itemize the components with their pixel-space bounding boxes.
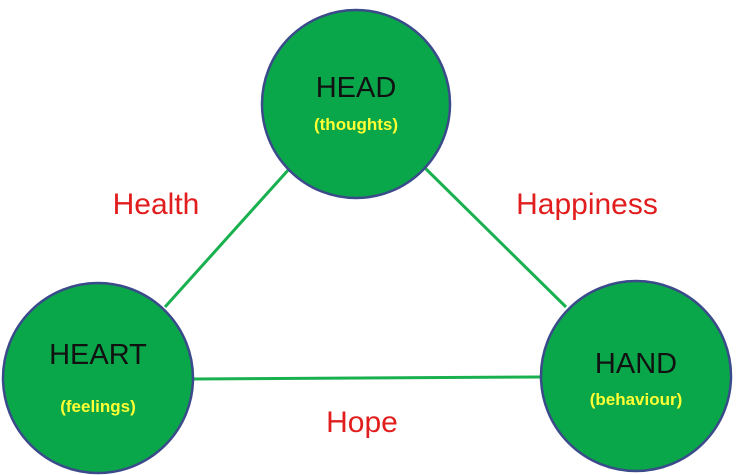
node-head-circle — [260, 8, 452, 200]
node-heart-title: HEART — [49, 339, 147, 371]
node-hand-title: HAND — [595, 348, 677, 380]
node-hand-circle — [539, 279, 733, 473]
node-head: HEAD (thoughts) — [260, 8, 452, 200]
edge-label-hope: Hope — [326, 406, 398, 439]
node-hand: HAND (behaviour) — [539, 279, 733, 473]
node-heart-subtitle: (feelings) — [60, 397, 136, 416]
node-head-title: HEAD — [316, 72, 397, 104]
edge-label-health: Health — [113, 188, 200, 221]
node-heart: HEART (feelings) — [1, 281, 195, 475]
edge-label-happiness: Happiness — [516, 188, 658, 221]
node-hand-subtitle: (behaviour) — [590, 390, 683, 409]
edge-line-head-heart — [163, 166, 292, 309]
edge-line-heart-hand — [192, 375, 541, 381]
node-heart-circle — [1, 281, 195, 475]
edge-line-head-hand — [423, 166, 568, 309]
node-head-subtitle: (thoughts) — [314, 115, 398, 134]
